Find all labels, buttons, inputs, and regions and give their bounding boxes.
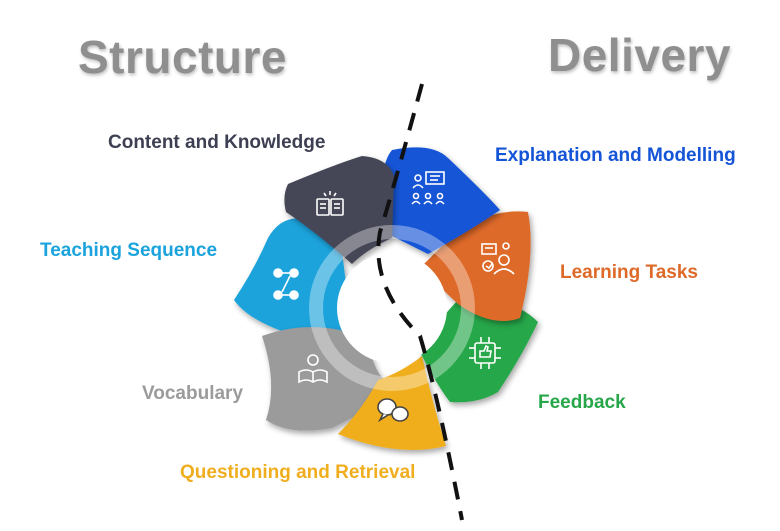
segment-vocabulary	[262, 327, 386, 431]
segment-content-knowledge	[284, 156, 394, 264]
speech-bubbles-icon	[377, 398, 409, 423]
segment-explanation-modelling	[382, 147, 500, 254]
thumbs-up-circuit-icon	[469, 337, 501, 369]
label-feedback: Feedback	[538, 392, 626, 413]
book-idea-icon	[316, 191, 344, 216]
center-hole	[337, 253, 447, 363]
label-vocabulary: Vocabulary	[142, 383, 244, 404]
label-learning-tasks: Learning Tasks	[560, 262, 698, 283]
segment-teaching-sequence	[234, 218, 352, 345]
structure-heading: Structure	[78, 31, 287, 83]
label-questioning-retrieval: Questioning and Retrieval	[180, 462, 416, 483]
label-content-knowledge: Content and Knowledge	[108, 132, 326, 153]
structure-delivery-divider	[376, 83, 464, 521]
student-tasks-icon	[481, 242, 515, 275]
label-explanation-modelling: Explanation and Modelling	[495, 145, 736, 166]
segment-feedback	[418, 297, 538, 403]
inner-ring	[309, 225, 475, 391]
presenter-audience-icon	[411, 171, 445, 205]
sequence-nodes-icon	[273, 268, 299, 300]
delivery-heading: Delivery	[548, 29, 732, 81]
reading-person-icon	[298, 354, 328, 384]
segment-learning-tasks	[422, 211, 531, 321]
label-teaching-sequence: Teaching Sequence	[40, 240, 218, 261]
